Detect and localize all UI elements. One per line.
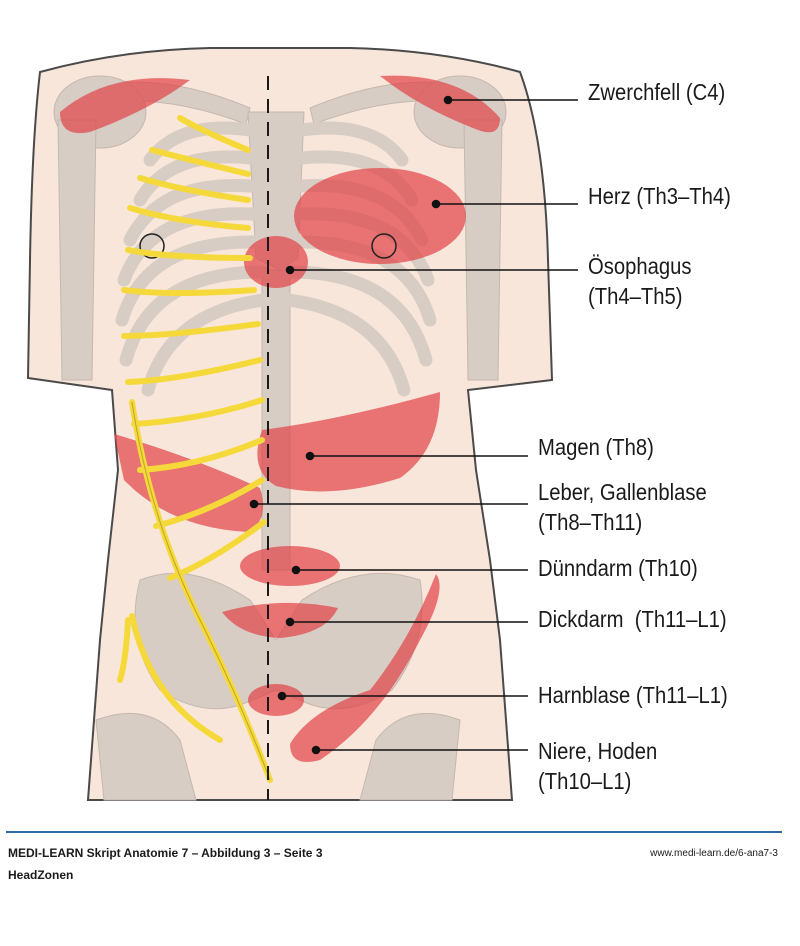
footer-rule — [6, 831, 782, 833]
zone-leber — [114, 434, 264, 532]
head-zones-illustration — [26, 47, 578, 801]
label-niere-line-2: (Th10–L1) — [538, 768, 632, 794]
label-oesophagus-line-1: Ösophagus — [588, 253, 692, 279]
label-zwerchfell: Zwerchfell (C4) — [588, 77, 725, 107]
label-harnblase: Harnblase (Th11–L1) — [538, 680, 728, 710]
label-magen-line-1: Magen (Th8) — [538, 434, 654, 460]
label-duenndarm-line-1: Dünndarm (Th10) — [538, 555, 698, 581]
zone-oesophagus — [244, 236, 308, 288]
leader-lines — [249, 95, 578, 755]
label-magen: Magen (Th8) — [538, 432, 654, 462]
label-harnblase-line-1: Harnblase (Th11–L1) — [538, 682, 728, 708]
label-oesophagus-line-2: (Th4–Th5) — [588, 283, 683, 309]
label-niere: Niere, Hoden (Th10–L1) — [538, 736, 657, 796]
label-herz: Herz (Th3–Th4) — [588, 181, 731, 211]
label-dickdarm-line-1: Dickdarm (Th11–L1) — [538, 606, 727, 632]
label-herz-line-1: Herz (Th3–Th4) — [588, 183, 731, 209]
label-oesophagus: Ösophagus (Th4–Th5) — [588, 251, 692, 311]
footer-url-link[interactable]: www.medi-learn.de/6-ana7-3 — [650, 848, 778, 859]
skeleton — [53, 75, 507, 801]
label-duenndarm: Dünndarm (Th10) — [538, 553, 698, 583]
label-niere-line-1: Niere, Hoden — [538, 738, 658, 764]
zone-zwerchfell-right — [380, 75, 500, 133]
label-zwerchfell-line-1: Zwerchfell (C4) — [588, 79, 726, 105]
nipple-right — [371, 233, 397, 259]
head-zones — [60, 75, 500, 762]
zone-harnblase — [248, 684, 304, 716]
zone-herz — [294, 168, 466, 264]
zone-magen — [257, 392, 440, 492]
label-leber: Leber, Gallenblase (Th8–Th11) — [538, 477, 707, 537]
label-dickdarm: Dickdarm (Th11–L1) — [538, 604, 727, 634]
spinal-nerves-outline — [131, 401, 271, 781]
label-leber-line-1: Leber, Gallenblase — [538, 479, 707, 505]
zone-dickdarm — [222, 602, 338, 638]
zone-zwerchfell-left — [60, 78, 190, 134]
footer-title: MEDI-LEARN Skript Anatomie 7 – Abbildung… — [8, 846, 323, 860]
label-leber-line-2: (Th8–Th11) — [538, 509, 643, 535]
zone-duenndarm — [240, 546, 340, 586]
nipple-left — [139, 233, 165, 259]
zone-niere — [290, 574, 440, 762]
footer-subtitle: HeadZonen — [8, 868, 74, 882]
